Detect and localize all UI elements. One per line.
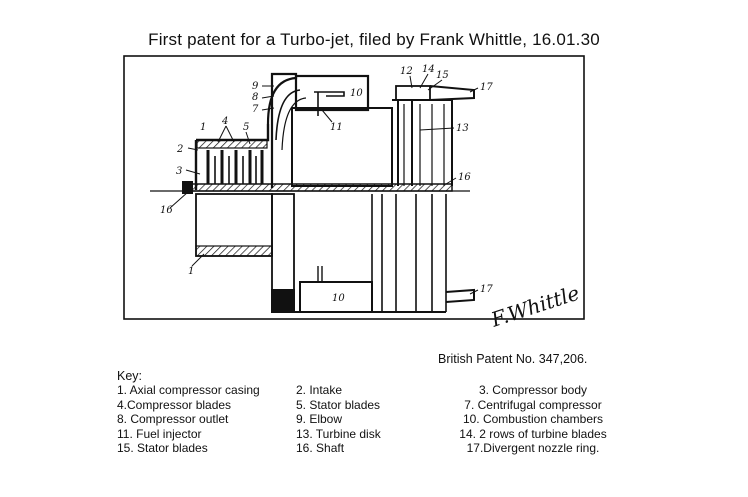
key-item: 4.Compressor blades [117,397,232,412]
callout-3: 3 [176,166,182,177]
key-item: 11. Fuel injector [117,426,202,441]
callout-14: 14 [422,64,435,75]
callout-15: 15 [436,70,449,81]
key-item: 14. 2 rows of turbine blades [459,426,607,441]
drawing-frame [123,55,585,320]
turbine-disk [392,99,453,186]
combustion-chamber-top [294,74,370,112]
callout-16-left: 16 [160,205,173,216]
callout-10: 10 [350,88,363,99]
callout-17-top: 17 [480,82,493,93]
callout-2: 2 [176,144,183,155]
callout-1-lower: 1 [188,266,194,277]
compressor-blades [206,150,264,184]
key-item: 1. Axial compressor casing [117,383,260,397]
callout-13: 13 [456,123,469,134]
callout-8: 8 [252,92,258,103]
callout-4: 4 [221,116,228,127]
compressor-body-hatch [196,139,268,149]
diagram-title: First patent for a Turbo-jet, filed by F… [148,30,600,49]
callout-17-bottom: 17 [480,284,493,295]
key-item: 8. Compressor outlet [117,412,229,427]
callout-1: 1 [200,122,206,133]
callout-12: 12 [400,66,413,77]
key-item: 13. Turbine disk [296,426,381,441]
key-column-3: 3. Compressor body 7. Centrifugal compre… [455,383,611,456]
signature: F.Whittle [487,281,582,332]
key-column-2: 2. Intake 5. Stator blades 9. Elbow 13. … [296,383,381,456]
key-heading: Key: [117,369,143,383]
callout-10-lower: 10 [332,293,345,304]
key-item: 3. Compressor body [478,383,588,397]
key-item: 15. Stator blades [117,441,208,456]
callout-5: 5 [243,122,249,133]
callout-7: 7 [252,104,259,115]
key-item: 17.Divergent nozzle ring. [466,441,600,456]
fuel-injector [314,91,345,116]
key-item: 10. Combustion chambers [462,412,604,427]
key-item: 5. Stator blades [296,397,381,412]
patent-number: British Patent No. 347,206. [438,352,588,366]
key-item: 16. Shaft [296,441,345,456]
nozzle-top [429,85,475,101]
callout-11: 11 [330,122,343,133]
callout-16-right: 16 [458,172,471,183]
key-item: 7. Centrifugal compressor [464,397,602,412]
key-column-1: 1. Axial compressor casing 4.Compressor … [117,383,260,456]
nozzle-bottom [445,288,475,303]
callout-9: 9 [252,81,259,92]
key-item: 2. Intake [296,383,343,397]
key-item: 9. Elbow [296,412,343,427]
stator-blades [214,156,257,184]
shaft-end [182,181,193,194]
